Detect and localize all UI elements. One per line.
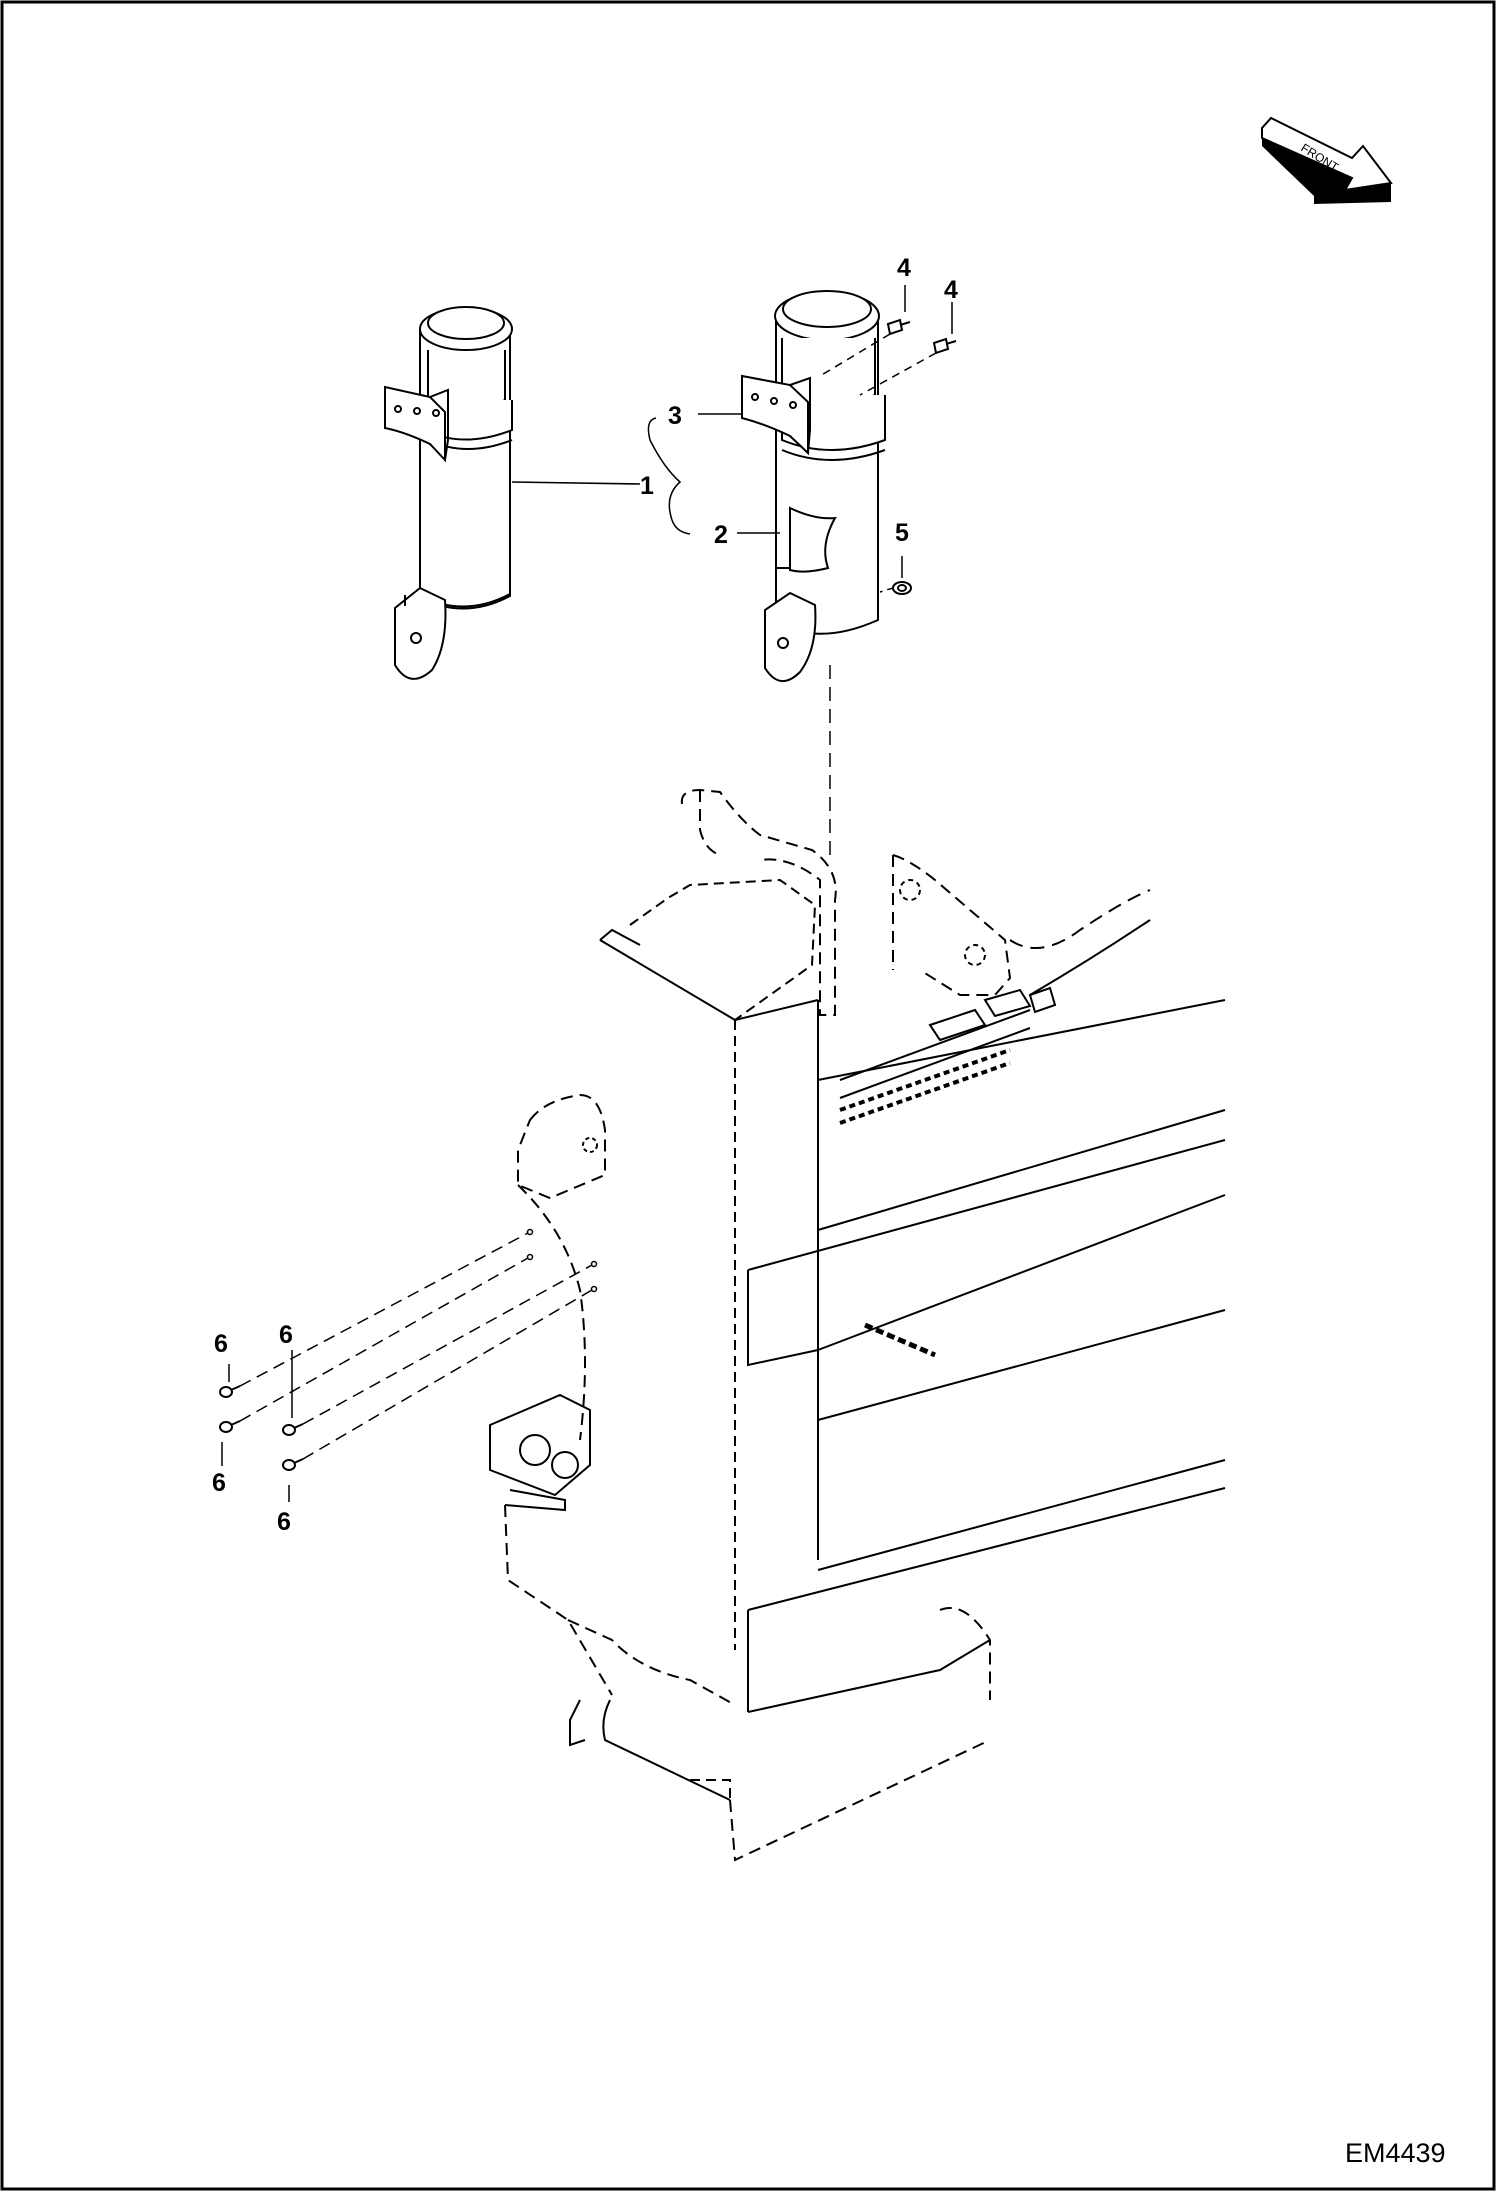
loader-frame [489, 788, 1226, 1862]
bolt-6c-icon [282, 1423, 304, 1436]
front-arrow-icon: FRONT [1261, 116, 1393, 204]
bolt-leader-lines [239, 1232, 593, 1460]
figure-id: EM4439 [1345, 2138, 1446, 2168]
leader-lines [221, 285, 953, 1502]
screw-4b-icon [932, 337, 957, 355]
bolt-hole-marks [526, 1228, 598, 1293]
nut-5-icon [892, 581, 912, 595]
callout-6c: 6 [212, 1469, 226, 1497]
screw-4a-icon [886, 318, 911, 336]
bolt-6b-icon [219, 1420, 241, 1433]
callout-6b: 6 [279, 1321, 293, 1349]
callout-6d: 6 [277, 1508, 291, 1536]
callout-3: 3 [668, 402, 682, 430]
hydraulic-hose [839, 986, 1057, 1358]
callout-4b: 4 [944, 276, 958, 304]
callout-1: 1 [640, 472, 654, 500]
bolt-6d-icon [282, 1458, 304, 1471]
callout-2: 2 [714, 521, 728, 549]
callout-4a: 4 [897, 254, 911, 282]
cylinder-assembly-left [384, 306, 513, 680]
bolt-6a-icon [219, 1385, 241, 1398]
callout-6a: 6 [214, 1330, 228, 1358]
callout-5: 5 [895, 519, 909, 547]
